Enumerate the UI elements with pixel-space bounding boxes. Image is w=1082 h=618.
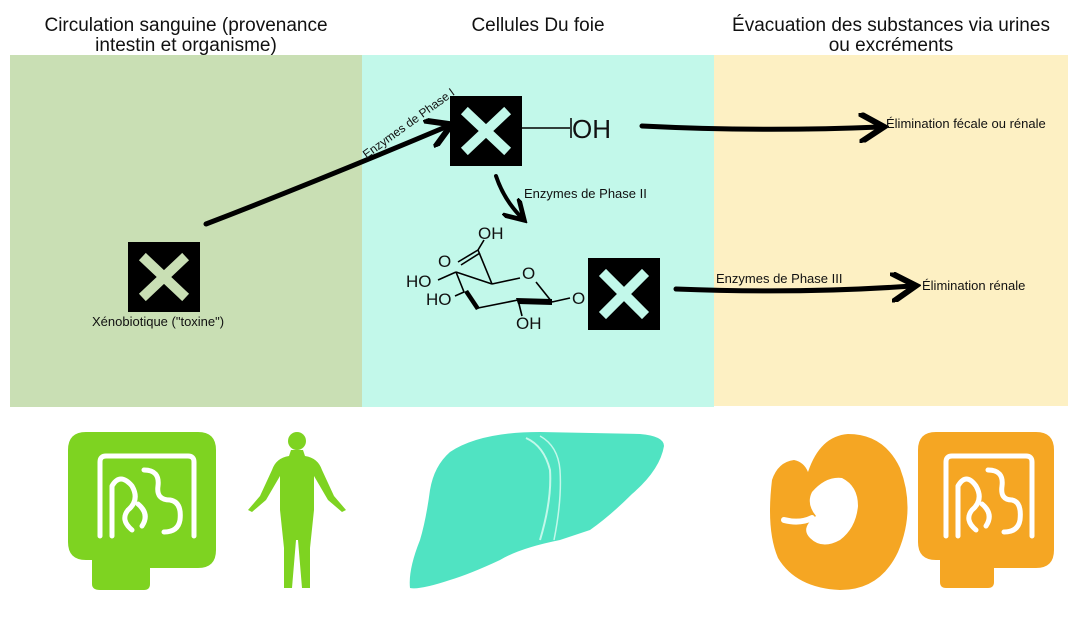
arrow-phase2 [494,174,522,218]
glucuronide-o-link: O [572,289,586,308]
panel-excretion [714,55,1068,406]
column-title-excretion: Évacuation des substances via urines ou … [732,15,1050,56]
phase3-label: Enzymes de Phase III [716,271,843,286]
hydroxyl-label: OH [572,114,611,144]
glucuronide-ho-1: HO [406,272,432,291]
panel-blood-circulation [10,55,362,407]
arrow-elim-fecal-renal [639,126,880,129]
close-icon [598,268,650,320]
column-title-blood: Circulation sanguine (provenance intesti… [44,15,328,56]
glucuronide-o-ring: O [522,264,536,283]
panel-liver-cells [362,55,714,407]
phase1-product-placeholder [450,96,522,166]
xenobiotic-placeholder [128,242,200,312]
glucuronide-oh-top: OH [478,224,504,243]
elim-renal-label: Élimination rénale [922,278,1026,293]
glucuronide-structure [437,239,571,317]
glucuronide-ho-2: HO [426,290,452,309]
close-icon [460,106,512,156]
glucuronide-oh-bottom: OH [516,314,542,333]
conjugate-placeholder [588,258,660,330]
intestine-icon [68,432,216,590]
liver-icon [409,432,664,589]
close-icon [138,252,190,302]
intestine-icon [918,432,1054,588]
elim-fecal-renal-label: Élimination fécale ou rénale [886,116,1046,131]
xenobiotic-label: Xénobiotique ("toxine") [92,314,225,329]
column-title-liver: Cellules Du foie [471,15,605,36]
glucuronide-o-carbonyl: O [438,252,452,271]
kidney-icon [770,434,908,590]
phase2-label: Enzymes de Phase II [524,186,647,201]
arrow-phase3 [673,286,912,291]
human-body-icon [248,432,346,588]
arrow-phase1 [203,126,448,227]
